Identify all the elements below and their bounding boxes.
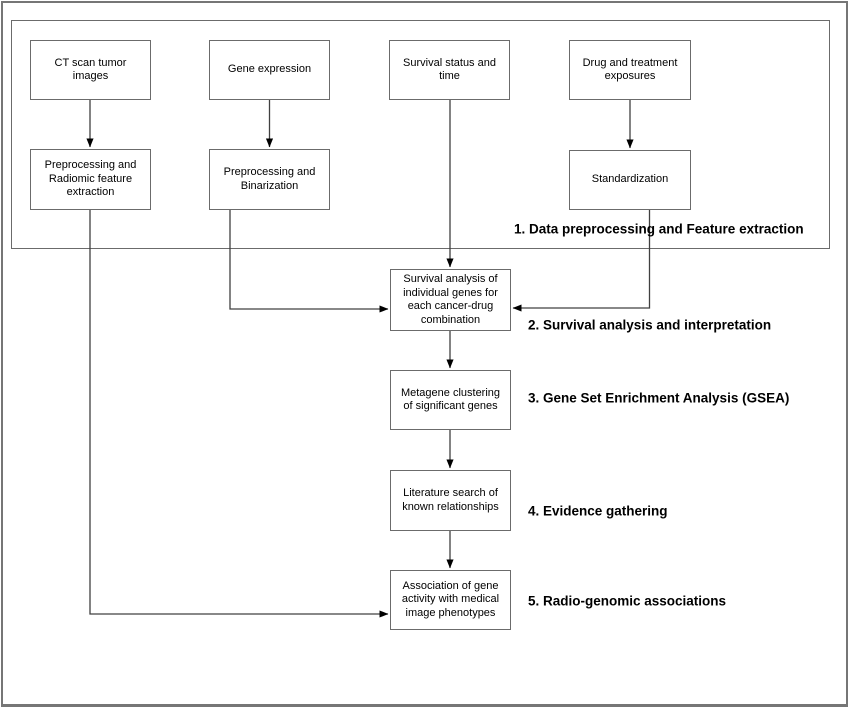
node-preprocessing-binarization: Preprocessing and Binarization	[209, 149, 330, 210]
section-data-preprocessing	[11, 20, 830, 249]
stage-label-2: 2. Survival analysis and interpretation	[528, 317, 772, 333]
node-drug-treatment-exposures: Drug and treatment exposures	[569, 40, 691, 100]
node-metagene-clustering: Metagene clustering of significant genes	[390, 370, 511, 430]
node-survival-analysis: Survival analysis of individual genes fo…	[390, 269, 511, 331]
stage-label-5: 5. Radio-genomic associations	[528, 593, 727, 609]
node-literature-search: Literature search of known relationships	[390, 470, 511, 531]
stage-label-4: 4. Evidence gathering	[528, 503, 668, 519]
stage-label-1: 1. Data preprocessing and Feature extrac…	[514, 221, 804, 237]
node-gene-expression: Gene expression	[209, 40, 330, 100]
node-preprocessing-radiomic: Preprocessing and Radiomic feature extra…	[30, 149, 151, 210]
stage-label-3: 3. Gene Set Enrichment Analysis (GSEA)	[528, 390, 790, 406]
node-association-gene-activity: Association of gene activity with medica…	[390, 570, 511, 630]
node-standardization: Standardization	[569, 150, 691, 210]
node-survival-status-time: Survival status and time	[389, 40, 510, 100]
node-ct-scan-tumor-images: CT scan tumor images	[30, 40, 151, 100]
